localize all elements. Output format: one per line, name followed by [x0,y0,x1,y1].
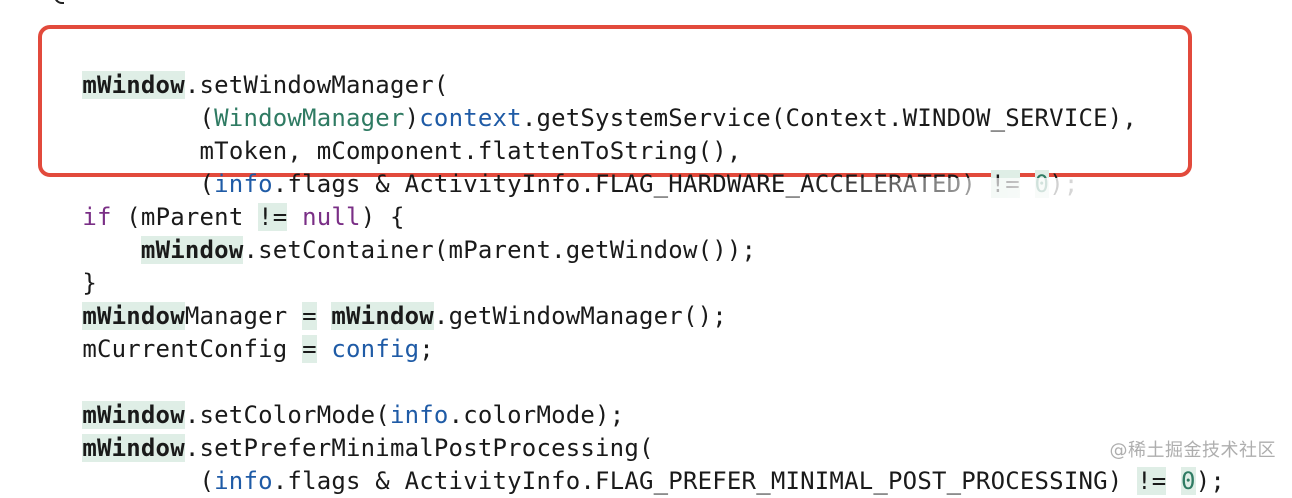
code-line-9[interactable]: mCurrentConfig = config; [53,300,434,363]
code-text: .setPreferMinimalPostProcessing( [184,434,654,462]
code-text: .getWindowManager(); [433,302,727,330]
code-text: .setContainer(mParent.getWindow()); [243,236,757,264]
field-config: config [331,335,420,363]
operator-not-equal: != [258,203,288,231]
field-info: info [214,467,273,495]
code-text: .setColorMode( [184,401,390,429]
code-line-6[interactable]: mWindow.setContainer(mParent.getWindow()… [53,201,756,264]
operator-not-equal: != [990,170,1020,198]
code-line-7[interactable]: } [53,234,97,297]
closing-brace: } [82,269,97,297]
space [1166,467,1181,495]
identifier-mwindow: mWindow [82,302,185,330]
keyword-if: if [82,203,112,231]
space [1020,170,1035,198]
code-text: .colorMode); [448,401,625,429]
code-text: ; [419,335,434,363]
identifier-mwindow: mWindow [82,434,185,462]
operator-assign: = [302,335,317,363]
identifier-mwindow: mWindow [82,71,185,99]
field-context: context [419,104,522,132]
code-line-3[interactable]: mToken, mComponent.flattenToString(), [53,102,742,165]
indent: ( [82,104,215,132]
operator-assign: = [302,302,317,330]
number-zero: 0 [1181,467,1196,495]
code-line-5[interactable]: if (mParent != null) { [53,168,405,231]
code-text: .setWindowManager( [184,71,449,99]
code-text: ) { [360,203,405,231]
code-text: .getSystemService(Context.WINDOW_SERVICE… [521,104,1138,132]
code-line-12[interactable]: mWindow.setPreferMinimalPostProcessing( [53,399,654,462]
identifier-mwindow: mWindow [331,302,434,330]
code-text: ) [404,104,420,132]
code-text: (mParent [111,203,259,231]
code-text: mToken, mComponent.flattenToString(), [199,137,742,165]
code-text: mCurrentConfig [82,335,303,363]
indent: ( [82,170,215,198]
code-line-13[interactable]: (info.flags & ActivityInfo.FLAG_PREFER_M… [53,432,1225,495]
code-line-8[interactable]: mWindowManager = mWindow.getWindowManage… [53,267,727,330]
code-text: ); [1195,467,1226,495]
code-line-1[interactable]: mWindow.setWindowManager( [53,36,449,99]
code-line-4[interactable]: (info.flags & ActivityInfo.FLAG_HARDWARE… [53,135,1079,198]
code-text: ); [1049,170,1079,198]
code-text: .flags & ActivityInfo.FLAG_PREFER_MINIMA… [272,467,1138,495]
space [317,335,332,363]
code-line-11[interactable]: mWindow.setColorMode(info.colorMode); [53,366,624,429]
field-info: info [214,170,273,198]
operator-not-equal: != [1137,467,1167,495]
identifier-mwindow: mWindow [140,236,244,264]
number-zero: 0 [1034,170,1050,198]
top-bracket-tick [54,0,64,4]
indent: ( [82,467,215,495]
code-line-10 [53,333,82,366]
code-text: Manager [184,302,303,330]
annotation-highlight-box [38,25,1192,177]
type-windowmanager: WindowManager [214,104,405,132]
code-line-2[interactable]: (WindowManager)context.getSystemService(… [53,69,1137,132]
keyword-null: null [302,203,361,231]
identifier-mwindow: mWindow [82,401,185,429]
field-info: info [389,401,449,429]
watermark: @稀土掘金技术社区 [1109,440,1276,461]
